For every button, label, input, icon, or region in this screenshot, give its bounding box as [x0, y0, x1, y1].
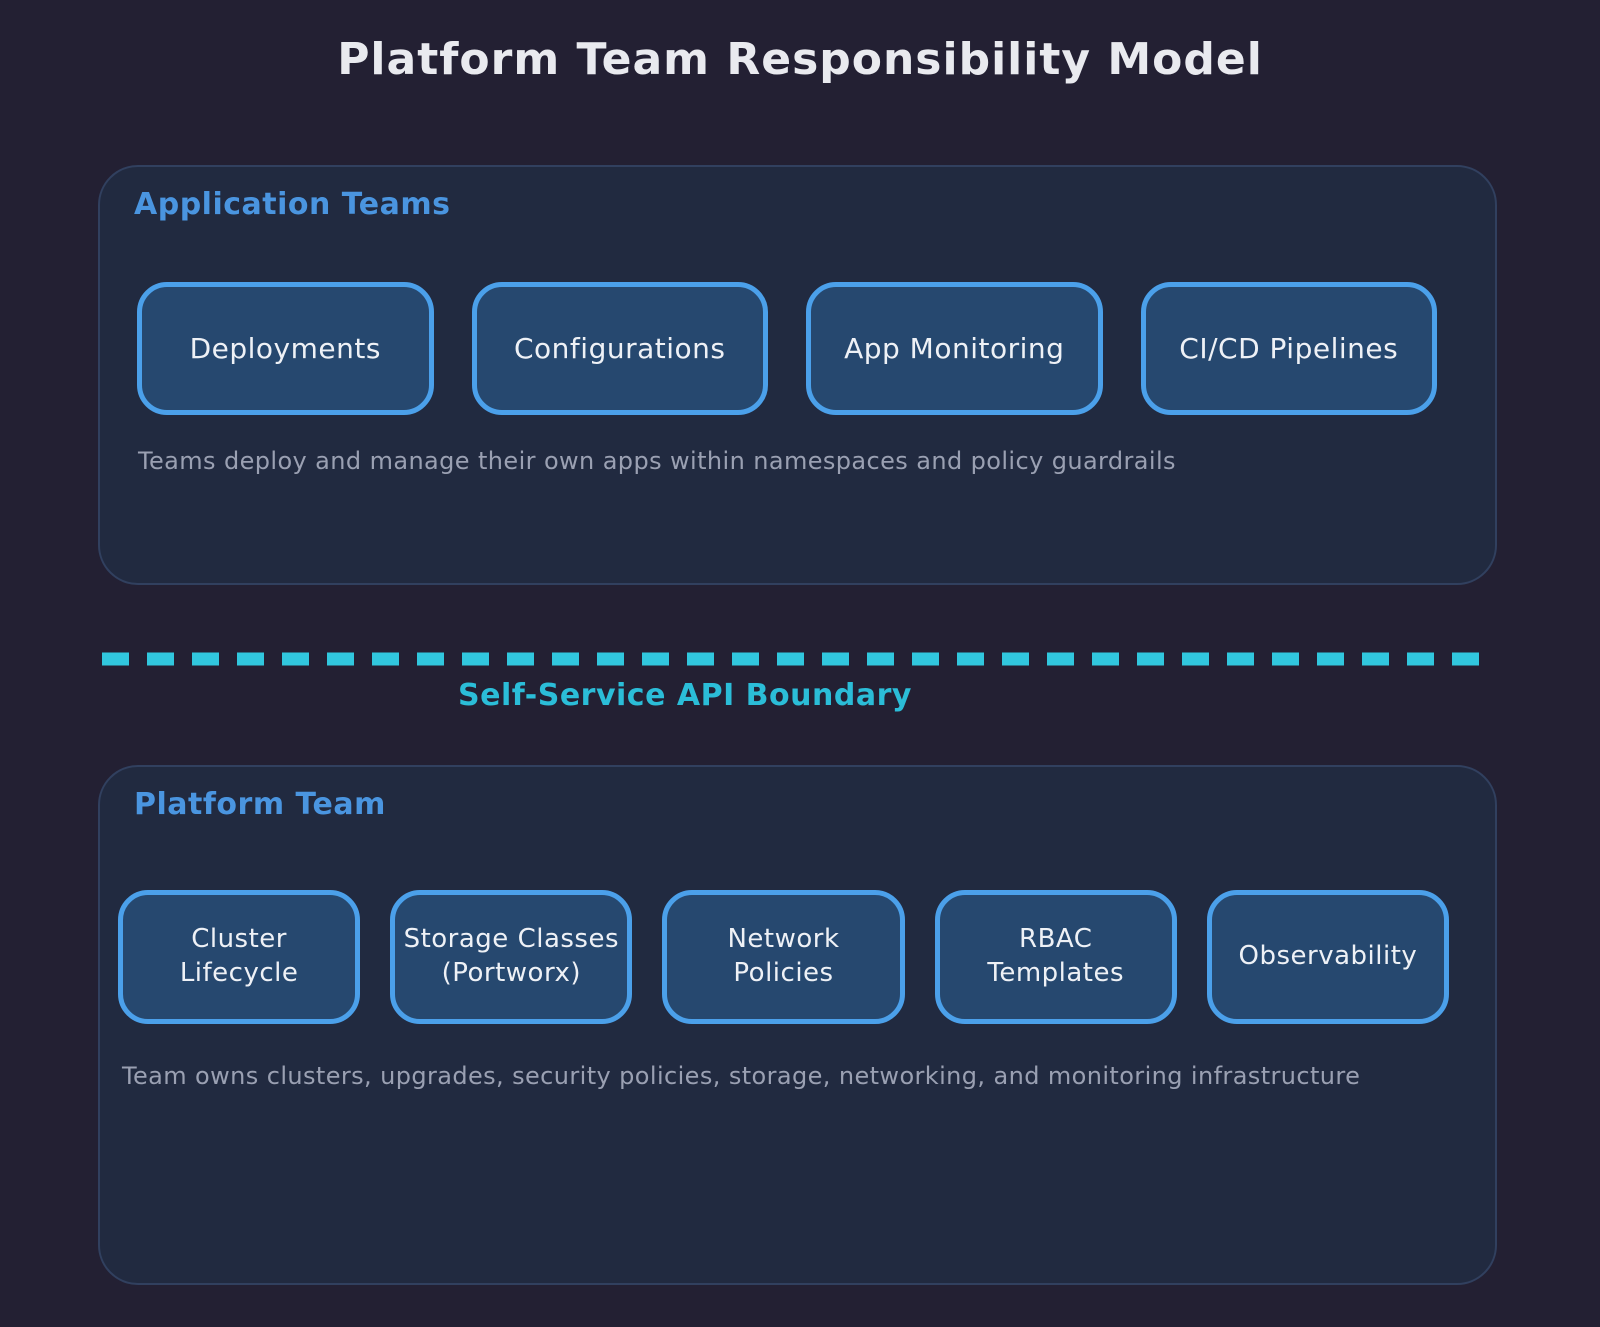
platform-team-label: Platform Team [134, 787, 386, 822]
node-label-line: Storage Classes [403, 924, 620, 955]
node-storage-classes: Storage Classes (Portworx) [390, 890, 633, 1024]
platform-team-container: Platform Team Cluster Lifecycle Storage … [98, 765, 1497, 1285]
node-network-policies: Network Policies [662, 890, 905, 1024]
platform-team-caption: Team owns clusters, upgrades, security p… [122, 1062, 1361, 1090]
node-app-monitoring: App Monitoring [806, 282, 1103, 415]
node-label-line: Lifecycle [179, 958, 299, 988]
node-cluster-lifecycle: Cluster Lifecycle [118, 890, 361, 1024]
boundary-label: Self-Service API Boundary [458, 678, 912, 713]
node-label-line: Cluster [191, 924, 287, 955]
application-teams-caption: Teams deploy and manage their own apps w… [138, 447, 1176, 475]
node-label: Configurations [514, 332, 726, 365]
node-label-line: Network [727, 924, 840, 955]
platform-team-node-row: Cluster Lifecycle Storage Classes (Portw… [118, 890, 1450, 1024]
node-label: Deployments [189, 332, 381, 365]
node-label-line: Templates [987, 958, 1125, 988]
node-label-line: (Portworx) [441, 958, 581, 988]
application-teams-container: Application Teams Deployments Configurat… [98, 165, 1497, 585]
node-label-line: Observability [1238, 941, 1418, 972]
node-observability: Observability [1206, 890, 1450, 1024]
node-label: CI/CD Pipelines [1179, 332, 1399, 365]
node-rbac-templates: RBAC Templates [934, 890, 1177, 1024]
diagram-title: Platform Team Responsibility Model [337, 34, 1263, 85]
node-configurations: Configurations [471, 282, 768, 415]
node-label: App Monitoring [844, 332, 1065, 365]
node-cicd-pipelines: CI/CD Pipelines [1140, 282, 1437, 415]
node-deployments: Deployments [137, 282, 434, 415]
node-label-line: Policies [733, 958, 834, 988]
application-teams-label: Application Teams [134, 187, 451, 222]
boundary-dashed-line [102, 652, 1493, 666]
node-label-line: RBAC [1019, 924, 1093, 955]
application-teams-node-row: Deployments Configurations App Monitorin… [137, 282, 1437, 415]
